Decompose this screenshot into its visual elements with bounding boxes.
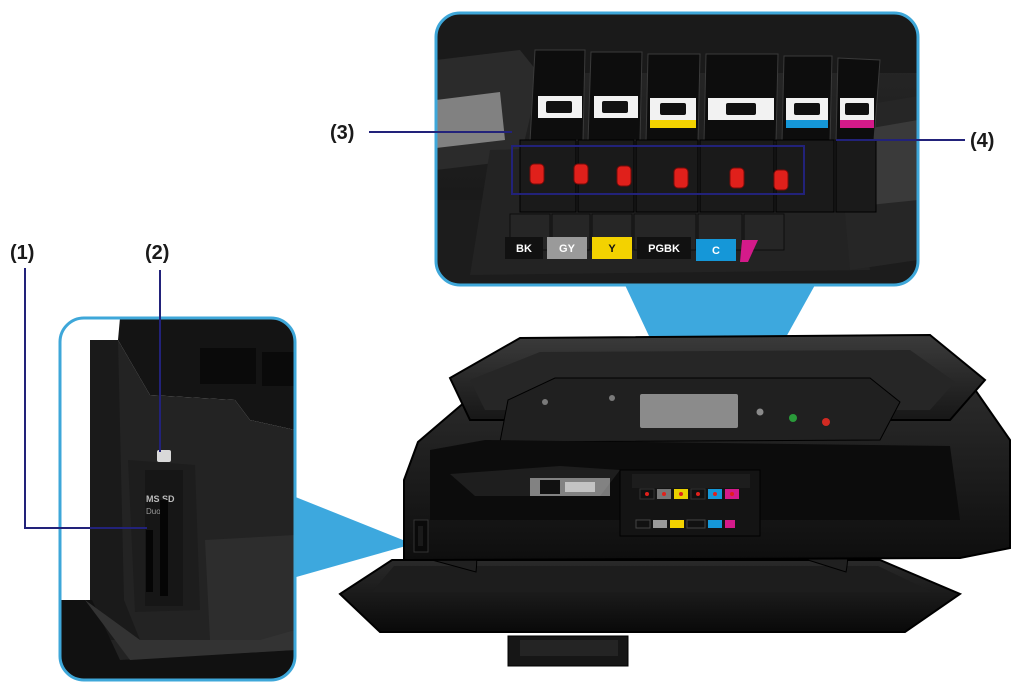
ink-label-c — [696, 239, 736, 261]
ink-tanks-large — [509, 49, 881, 251]
ink-label-bk-text: BK — [516, 243, 532, 255]
slot-label-duo: Duo — [146, 507, 161, 516]
callout-label-2: (2) — [145, 242, 169, 264]
ink-lamp-highlight-box — [511, 145, 805, 195]
card-slot-lower — [146, 530, 153, 592]
ink-lamps — [529, 163, 789, 191]
panel-display — [640, 394, 738, 428]
callout-line-1 — [24, 268, 147, 529]
ink-label-pgbk-text: PGBK — [648, 243, 680, 255]
print-head-holder-small — [619, 469, 761, 537]
ink-colour-labels: BK GY Y PGBK C — [505, 237, 758, 262]
ink-label-y — [592, 237, 632, 259]
ink-label-pgbk — [637, 237, 691, 259]
ink-label-m — [740, 240, 758, 262]
ink-label-c-text: C — [712, 245, 720, 257]
ink-label-bk — [505, 237, 543, 259]
start-color-button — [789, 414, 797, 422]
ink-label-gy-text: GY — [559, 243, 576, 255]
ink-tank-zoom-panel: BK GY Y PGBK C — [434, 11, 920, 287]
ink-label-gy — [547, 237, 587, 259]
ink-lamp — [729, 167, 745, 189]
ink-lamp — [673, 167, 689, 189]
ink-lamp — [573, 163, 589, 185]
printer — [338, 333, 1011, 667]
zoom-beam-left — [268, 486, 413, 585]
ink-lamp — [529, 163, 545, 185]
ink-lamp — [616, 165, 632, 187]
stop-button — [822, 418, 830, 426]
ink-lamp — [773, 169, 789, 191]
callout-label-1: (1) — [10, 242, 34, 264]
callout-label-4: (4) — [970, 130, 994, 152]
ink-label-y-text: Y — [608, 243, 616, 255]
card-slot-zoom-panel: MS SD Duo — [58, 316, 297, 682]
callout-label-3: (3) — [330, 122, 354, 144]
card-slot-upper — [160, 500, 168, 596]
slot-label-ms-sd: MS SD — [146, 494, 175, 504]
access-lamp — [157, 450, 171, 462]
callout-lines — [24, 131, 965, 529]
